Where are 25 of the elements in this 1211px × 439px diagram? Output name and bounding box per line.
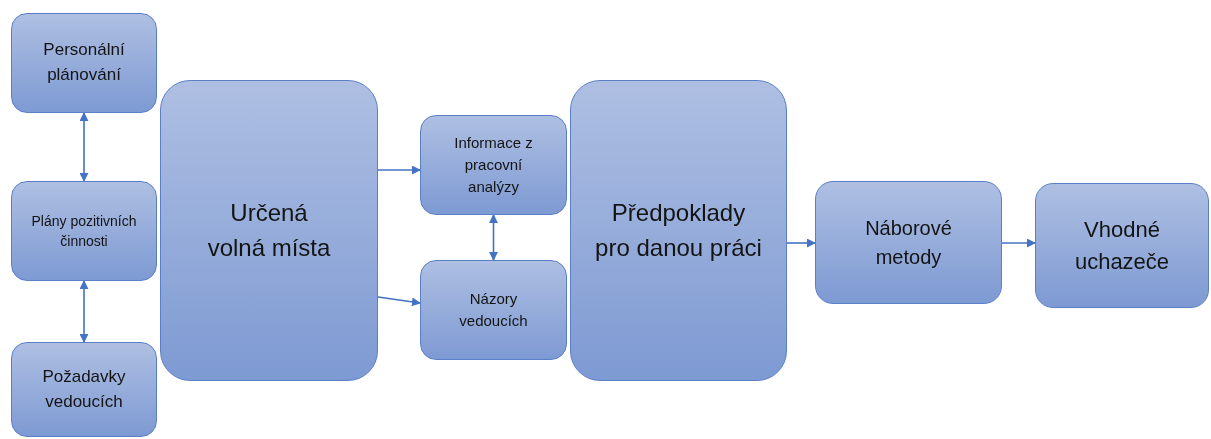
box-label: Vhodné uchazeče (1073, 215, 1171, 276)
box-label: Náborové metody (864, 215, 953, 270)
process-box (11, 342, 157, 437)
arrow (786, 238, 816, 248)
box-label: Názory vedoucích (458, 289, 529, 331)
process-box (815, 181, 1002, 304)
box-label: Určená volná místa (206, 197, 332, 263)
arrow (1001, 238, 1036, 248)
arrow (377, 165, 421, 175)
box-label: Personální plánování (42, 39, 126, 86)
process-box (420, 260, 567, 360)
arrow (79, 112, 89, 182)
process-box (570, 80, 787, 381)
box-label: Plány pozitivních činnosti (30, 211, 138, 251)
process-box (160, 80, 378, 381)
process-box (420, 115, 567, 215)
arrow (489, 214, 498, 261)
process-box (11, 181, 157, 281)
box-label: Požadavky vedoucích (41, 365, 127, 413)
box-label: Informace z pracovní analýzy (453, 133, 534, 197)
process-box (11, 13, 157, 113)
arrow (79, 280, 89, 343)
box-label: Předpoklady pro danou práci (594, 197, 763, 263)
process-box (1035, 183, 1209, 308)
arrow (377, 296, 421, 307)
